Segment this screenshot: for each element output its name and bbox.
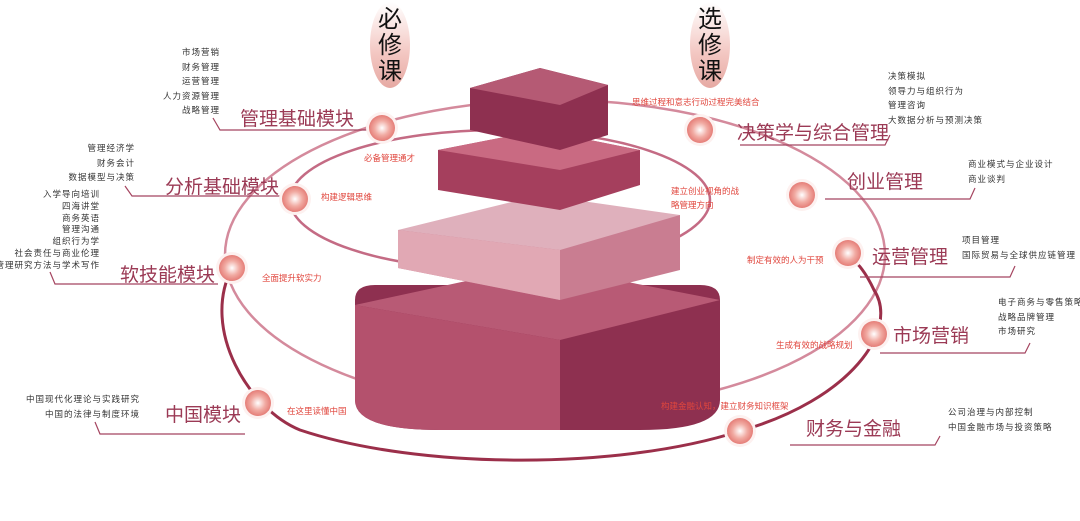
node-management-basics — [369, 115, 395, 141]
course: 国际贸易与全球供应链管理 — [962, 250, 1077, 261]
course-list: 公司治理与内部控制中国金融市场与投资策略 — [948, 406, 1053, 435]
course: 中国金融市场与投资策略 — [948, 422, 1053, 433]
module-title: 决策学与综合管理 — [737, 122, 890, 144]
module-note: 生成有效的战略规划 — [776, 341, 853, 351]
module-title: 分析基础模块 — [165, 176, 280, 198]
course: 商务英语 — [61, 213, 100, 224]
node-analysis-basics — [282, 186, 308, 212]
module-note: 思维过程和意志行动过程完美结合 — [632, 98, 760, 108]
module-title: 财务与金融 — [806, 418, 902, 440]
course: 四海讲堂 — [61, 201, 100, 212]
pyramid — [355, 68, 720, 430]
module-title: 中国模块 — [165, 404, 242, 426]
course: 中国的法律与制度环境 — [44, 409, 140, 420]
module-note: 必备管理通才 — [364, 154, 416, 164]
course-list: 决策模拟领导力与组织行为管理咨询大数据分析与预测决策 — [888, 70, 983, 128]
course: 管理咨询 — [888, 101, 927, 111]
course: 商业模式与企业设计 — [968, 160, 1054, 170]
course: 电子商务与零售策略 — [998, 298, 1080, 308]
course: 数据模型与决策 — [68, 173, 135, 183]
module-title: 软技能模块 — [120, 264, 216, 286]
elective-course-label: 选修课 — [690, 2, 730, 88]
course: 战略品牌管理 — [998, 312, 1056, 323]
node-operations — [835, 240, 861, 266]
elective-text: 选修课 — [698, 5, 722, 85]
course-list: 市场营销财务管理运营管理人力资源管理战略管理 — [163, 46, 220, 119]
module-title: 市场营销 — [893, 325, 970, 347]
course: 决策模拟 — [888, 72, 927, 82]
node-decision — [687, 117, 713, 143]
course: 公司治理与内部控制 — [948, 408, 1034, 418]
module-title: 创业管理 — [847, 171, 924, 193]
course: 管理研究方法与学术写作 — [0, 260, 100, 271]
course: 大数据分析与预测决策 — [888, 115, 984, 126]
course-list: 中国现代化理论与实践研究中国的法律与制度环境 — [26, 393, 140, 422]
course: 入学导向培训 — [42, 190, 100, 200]
module-note: 构建逻辑思维 — [321, 193, 373, 203]
course: 项目管理 — [962, 236, 1001, 246]
course-list: 电子商务与零售策略战略品牌管理市场研究 — [998, 296, 1080, 340]
module-note: 建立创业视角的战略管理方向 — [671, 187, 740, 211]
course: 管理经济学 — [87, 144, 135, 154]
course: 商业谈判 — [968, 174, 1007, 185]
node-finance — [727, 418, 753, 444]
node-china — [245, 390, 271, 416]
course: 运营管理 — [181, 77, 220, 87]
course: 人力资源管理 — [162, 91, 220, 102]
module-note: 构建金融认知，建立财务知识框架 — [661, 402, 789, 412]
leader-lines — [49, 117, 1031, 446]
course: 组织行为学 — [52, 237, 100, 248]
node-marketing — [861, 321, 887, 347]
course-list: 入学导向培训四海讲堂商务英语管理沟通组织行为学社会责任与商业伦理管理研究方法与学… — [0, 190, 100, 273]
course: 财务管理 — [181, 62, 220, 73]
course: 战略管理 — [181, 106, 220, 116]
course: 社会责任与商业伦理 — [14, 248, 100, 259]
required-course-label: 必修课 — [370, 2, 410, 88]
module-note: 全面提升软实力 — [262, 274, 322, 284]
course-list: 管理经济学财务会计数据模型与决策 — [68, 142, 135, 186]
course: 中国现代化理论与实践研究 — [25, 395, 140, 405]
required-text: 必修课 — [378, 5, 402, 85]
course: 财务会计 — [96, 158, 135, 169]
module-title: 管理基础模块 — [240, 108, 355, 130]
course: 市场营销 — [181, 48, 220, 58]
module-note: 制定有效的人为干预 — [747, 256, 824, 266]
module-note: 在这里读懂中国 — [287, 407, 347, 417]
course: 领导力与组织行为 — [888, 86, 965, 97]
node-entrepreneurship — [789, 182, 815, 208]
course-list: 商业模式与企业设计商业谈判 — [968, 158, 1054, 187]
course: 市场研究 — [998, 327, 1037, 337]
course-list: 项目管理国际贸易与全球供应链管理 — [962, 234, 1076, 263]
module-title: 运营管理 — [872, 246, 949, 268]
node-soft-skills — [219, 255, 245, 281]
course: 管理沟通 — [61, 225, 100, 236]
